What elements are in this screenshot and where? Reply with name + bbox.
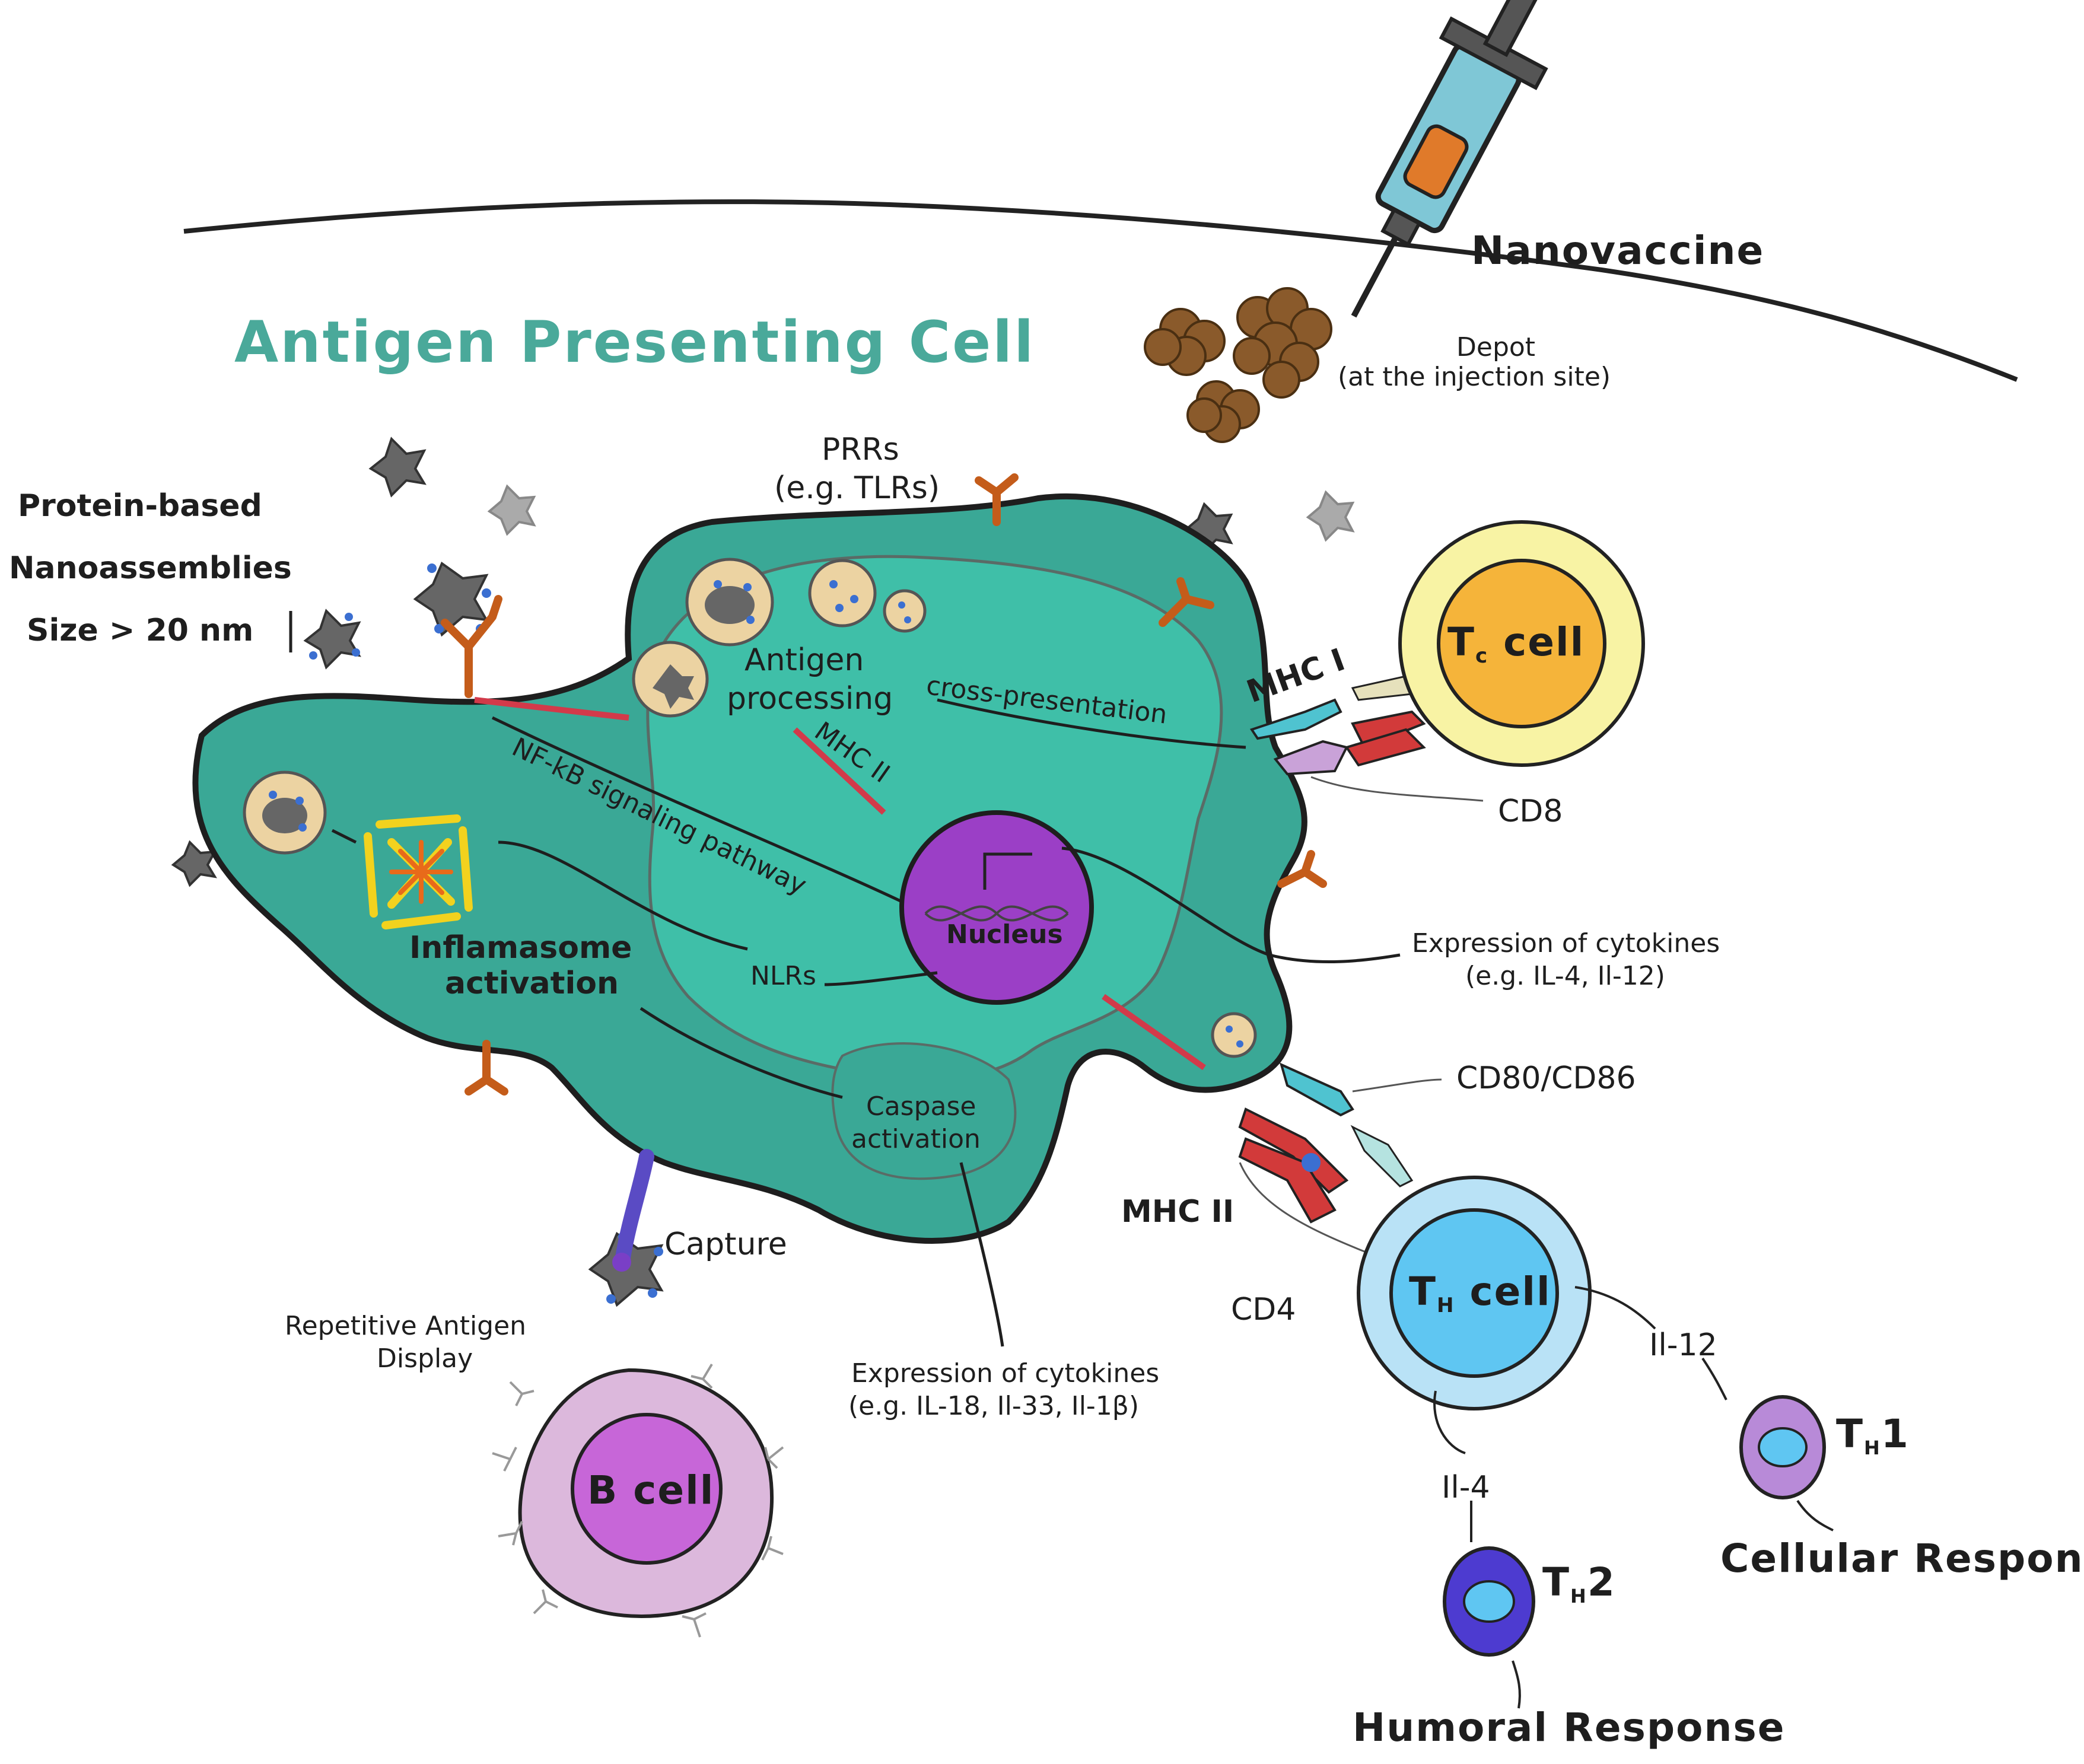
b-cell-antibody-icons <box>492 1363 784 1638</box>
receptor-icons <box>441 473 1327 1096</box>
caspase-label-line2: activation <box>851 1124 981 1154</box>
il4-label: Il-4 <box>1442 1470 1490 1505</box>
pathway-arrows <box>331 698 1401 1347</box>
nlrs-label: NLRs <box>750 961 816 991</box>
mhc-ii-complex <box>1238 1062 1414 1224</box>
depot-location-label: (at the injection site) <box>1338 362 1611 392</box>
th1-cell-core <box>1758 1427 1808 1467</box>
tc-cell-inner <box>1437 559 1606 728</box>
nanoassembly-dots <box>309 563 663 1304</box>
cd4-label: CD4 <box>1231 1292 1296 1327</box>
skin-line <box>183 199 2018 382</box>
depot-clusters <box>1144 287 1332 443</box>
mhc-ii-outer-label: MHC II <box>1121 1194 1234 1230</box>
th1-label: TH1 <box>1836 1411 1910 1459</box>
cytokines-right-label-line1: Expression of cytokines <box>1412 928 1720 959</box>
prrs-label: PRRs <box>822 432 899 467</box>
capture-label: Capture <box>664 1227 787 1262</box>
antigen-processing-label-line1: Antigen <box>744 642 864 678</box>
depot-label: Depot <box>1456 332 1535 362</box>
th-cell-label: TH cell <box>1409 1269 1551 1317</box>
antigen-processing-label-line2: processing <box>727 681 893 717</box>
red-arrows <box>474 697 1206 1071</box>
il12-label: Il-12 <box>1649 1327 1717 1363</box>
caspase-compartment <box>831 1042 1017 1180</box>
repetitive-label-line1: Repetitive Antigen <box>285 1311 526 1341</box>
transcription-arrow-icon <box>983 852 1032 890</box>
cytokines-right-label-line2: (e.g. IL-4, Il-12) <box>1465 961 1665 991</box>
cytokines-bottom-label-line1: Expression of cytokines <box>851 1358 1159 1389</box>
caspase-label-line1: Caspase <box>866 1091 976 1122</box>
cd8-label: CD8 <box>1498 794 1563 829</box>
endosome-dots <box>269 580 1243 1047</box>
humoral-response-label: Humoral Response <box>1353 1705 1786 1750</box>
repetitive-label-line2: Display <box>377 1343 473 1374</box>
th-cell-inner <box>1389 1208 1559 1378</box>
th2-label: TH2 <box>1542 1559 1616 1607</box>
cd80-cd86-label: CD80/CD86 <box>1456 1061 1636 1096</box>
diagram-title: Antigen Presenting Cell <box>234 309 1035 375</box>
nanovaccine-label: Nanovaccine <box>1471 228 1764 273</box>
b-cell-label: B cell <box>587 1467 714 1513</box>
nucleus <box>899 810 1094 1005</box>
capture-receptor <box>615 1149 654 1265</box>
th2-cell-core <box>1463 1580 1515 1623</box>
capture-receptor-tip <box>612 1253 631 1272</box>
nanoassemblies-label-line2: Nanoassemblies <box>9 550 292 586</box>
syringe-icon <box>1351 0 1548 318</box>
nanoassemblies-size-label: Size > 20 nm <box>27 613 253 648</box>
cytokines-bottom-label-line2: (e.g. IL-18, Il-33, Il-1β) <box>848 1391 1139 1421</box>
prrs-example-label: (e.g. TLRs) <box>774 470 940 506</box>
inflamasome-icon <box>364 814 473 929</box>
inflamasome-label-line2: activation <box>445 966 619 1001</box>
cd8-pointer <box>1310 776 1484 802</box>
cd4-pointer <box>1239 1162 1365 1253</box>
nanoassemblies-label-line1: Protein-based <box>18 488 262 524</box>
inflamasome-label-line1: Inflamasome <box>409 930 632 966</box>
endosome-contents <box>262 586 755 833</box>
th-differentiation-arrows <box>1433 1286 1834 1709</box>
b-cell-inner <box>571 1413 723 1565</box>
cd80-pointer <box>1352 1078 1442 1093</box>
nucleus-label: Nucleus <box>946 919 1063 950</box>
cellular-response-label: Cellular Response <box>1720 1536 2084 1581</box>
mhc-i-complex <box>1249 675 1426 776</box>
tc-cell-label: Tc cell <box>1447 619 1585 668</box>
dna-icon <box>924 905 1069 922</box>
